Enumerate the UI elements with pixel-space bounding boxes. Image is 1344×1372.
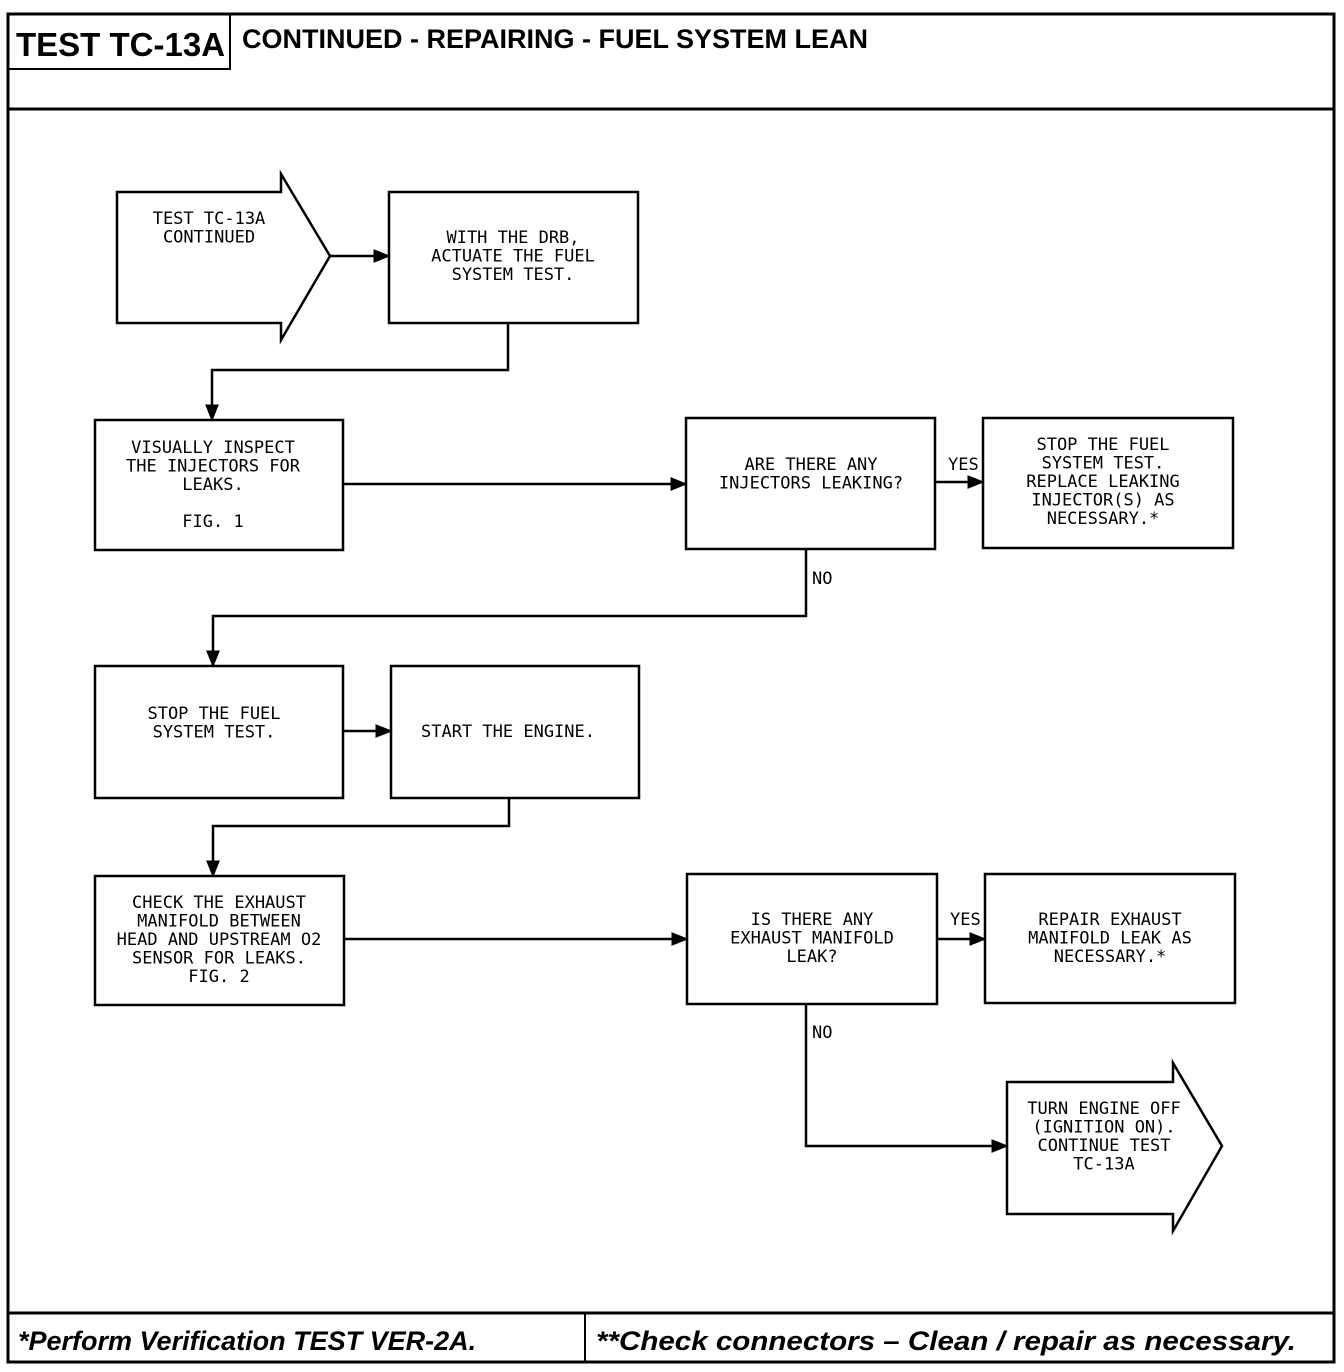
connector-no-to-stop bbox=[206, 549, 808, 668]
start-arrow-shape bbox=[115, 169, 332, 345]
footer-note-connectors: **Check connectors – Clean / repair as n… bbox=[596, 1326, 1296, 1356]
node-text-line: SYSTEM TEST. bbox=[153, 723, 276, 743]
node-text-line: CONTINUED bbox=[163, 228, 255, 248]
test-id-box bbox=[7, 13, 231, 70]
footer-note-verification: *Perform Verification TEST VER-2A. bbox=[18, 1326, 476, 1356]
node-text-line: SYSTEM TEST. bbox=[1042, 454, 1165, 474]
node-text-line: LEAKS. bbox=[182, 475, 243, 495]
node-text-line: REPAIR EXHAUST bbox=[1038, 910, 1181, 930]
node-text-line: INJECTOR(S) AS bbox=[1031, 491, 1174, 511]
node-text-line: ARE THERE ANY bbox=[744, 455, 877, 475]
node-text-line: MANIFOLD LEAK AS bbox=[1028, 929, 1192, 949]
page-title: CONTINUED - REPAIRING - FUEL SYSTEM LEAN bbox=[242, 24, 868, 54]
node-text-line: CONTINUE TEST bbox=[1037, 1136, 1170, 1156]
connector-actuate-to-inspect bbox=[205, 323, 510, 422]
node-text-line: SYSTEM TEST. bbox=[452, 265, 575, 285]
connector-start-to-check bbox=[206, 798, 511, 878]
page-frame bbox=[6, 12, 1336, 1364]
branch-label-no: NO bbox=[812, 569, 832, 589]
node-text-line: TURN ENGINE OFF bbox=[1027, 1099, 1181, 1119]
test-id: TEST TC-13A bbox=[16, 26, 225, 63]
node-text-line: REPLACE LEAKING bbox=[1026, 472, 1180, 492]
node-text-line: HEAD AND UPSTREAM O2 bbox=[117, 930, 322, 950]
node-text-line: EXHAUST MANIFOLD bbox=[730, 929, 894, 949]
node-text-line: MANIFOLD BETWEEN bbox=[137, 912, 301, 932]
node-text-line: NECESSARY.* bbox=[1047, 509, 1160, 529]
node-text-line: IS THERE ANY bbox=[751, 910, 874, 930]
node-text-line: VISUALLY INSPECT bbox=[131, 438, 295, 458]
node-text-line: TC-13A bbox=[1073, 1155, 1134, 1175]
node-text-line: INJECTORS LEAKING? bbox=[719, 474, 903, 494]
connector-no-to-continue bbox=[804, 1004, 1009, 1153]
node-text-line: STOP THE FUEL bbox=[147, 704, 280, 724]
node-text-line: LEAK? bbox=[786, 947, 837, 967]
node-text-line: SENSOR FOR LEAKS. bbox=[132, 949, 306, 969]
node-text-line: (IGNITION ON). bbox=[1032, 1118, 1175, 1138]
node-text-line: WITH THE DRB, bbox=[446, 228, 579, 248]
node-text-line: THE INJECTORS FOR bbox=[126, 457, 301, 477]
branch-label-yes: YES bbox=[948, 455, 979, 475]
node-text-line: FIG. 2 bbox=[188, 967, 249, 987]
node-text-line: CHECK THE EXHAUST bbox=[132, 893, 306, 913]
node-text-line: TEST TC-13A bbox=[153, 209, 266, 229]
node-text-line: NECESSARY.* bbox=[1054, 947, 1167, 967]
branch-label-no: NO bbox=[812, 1023, 832, 1043]
continue-arrow-shape bbox=[1005, 1058, 1224, 1236]
branch-label-yes: YES bbox=[950, 910, 981, 930]
node-text-line: START THE ENGINE. bbox=[421, 722, 595, 742]
start-engine-text: START THE ENGINE. bbox=[421, 722, 595, 742]
continue-arrow-text: TURN ENGINE OFF(IGNITION ON).CONTINUE TE… bbox=[1027, 1099, 1181, 1175]
node-text-line: ACTUATE THE FUEL bbox=[431, 247, 595, 267]
node-text-line: STOP THE FUEL bbox=[1036, 435, 1169, 455]
node-text-line: FIG. 1 bbox=[182, 512, 243, 532]
